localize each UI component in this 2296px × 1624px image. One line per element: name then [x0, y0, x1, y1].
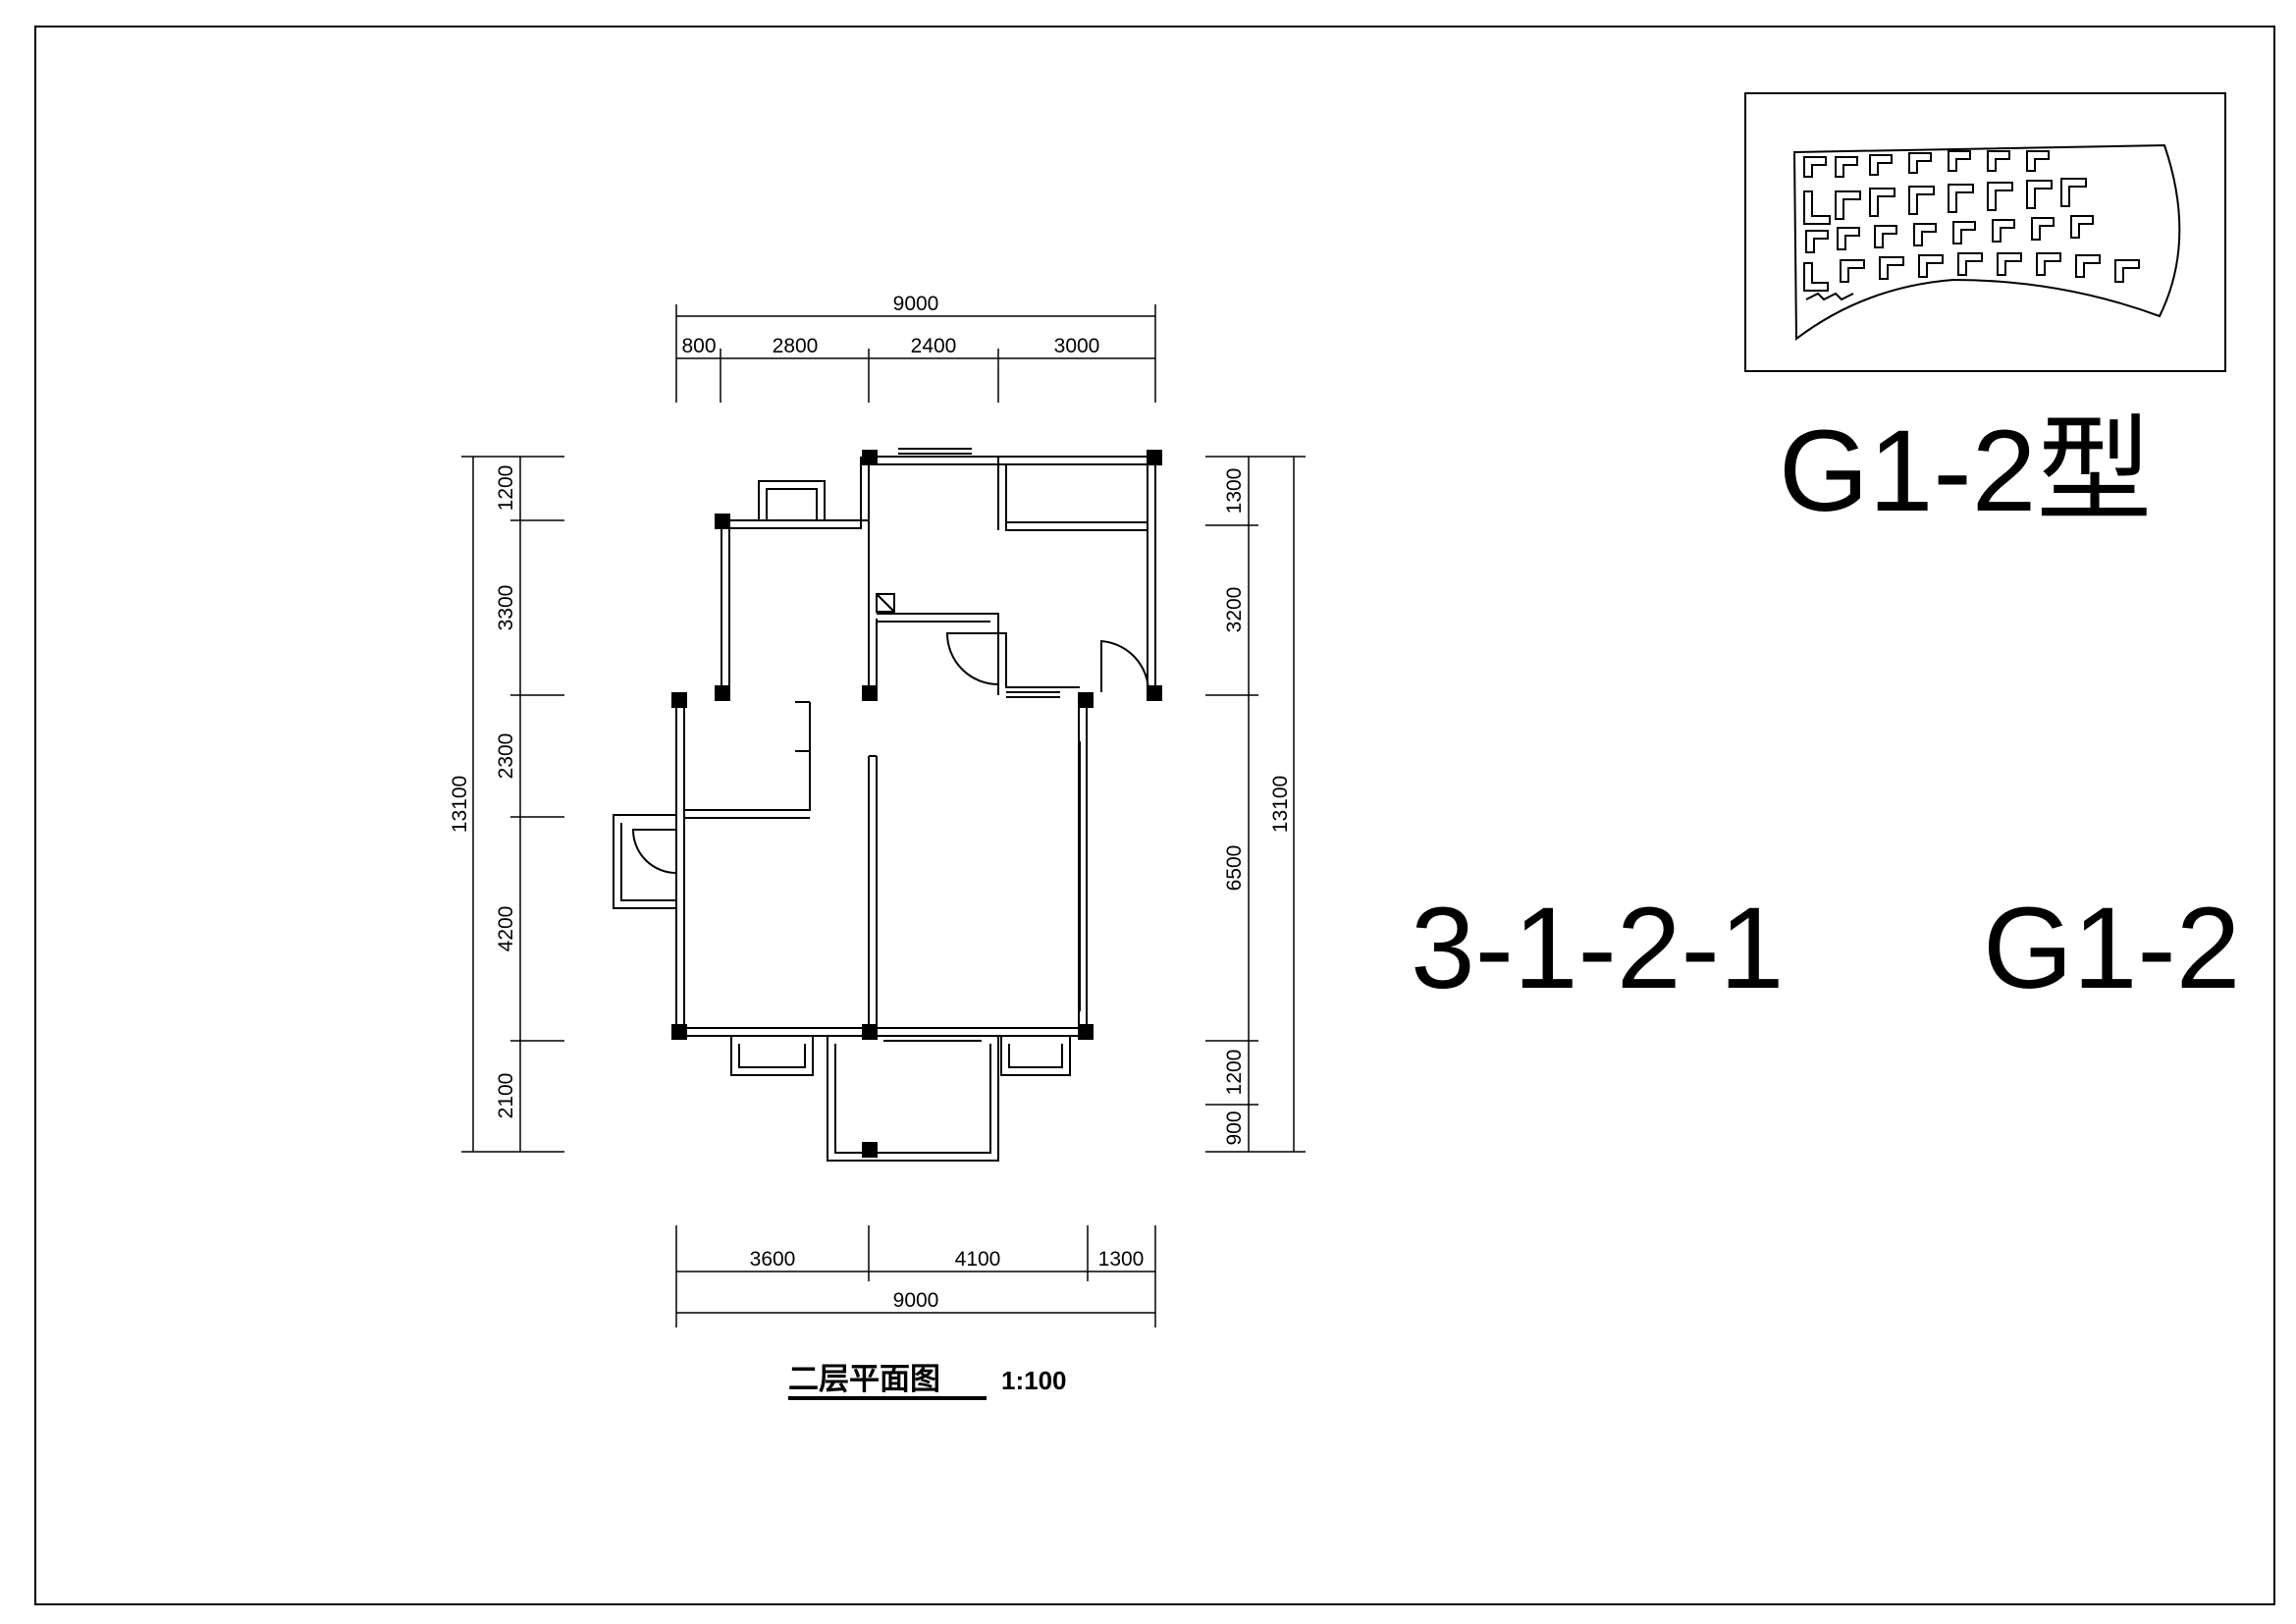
dim-right-total: 13100 — [1269, 776, 1292, 833]
dim-right-seg: 6500 — [1223, 845, 1246, 892]
shaft-symbol — [876, 593, 895, 613]
drawing-scale: 1:100 — [1001, 1366, 1067, 1395]
site-plan-inset — [1744, 92, 2226, 372]
interior-wall — [795, 701, 811, 756]
code-right: G1-2 — [1983, 884, 2240, 1013]
interior-wall — [868, 464, 878, 692]
dim-right-seg: 1300 — [1223, 468, 1246, 514]
code-left: 3-1-2-1 — [1411, 884, 1784, 1013]
exterior-wall — [675, 702, 1088, 1037]
window — [883, 1035, 982, 1042]
sheet-border — [34, 26, 2275, 1605]
interior-wall — [997, 632, 1080, 695]
dim-left-seg: 2100 — [495, 1073, 517, 1119]
dim-right-seg: 3200 — [1223, 587, 1246, 633]
interior-wall — [877, 613, 999, 633]
dim-left-seg: 2300 — [495, 733, 517, 780]
exterior-wall — [1147, 457, 1156, 692]
dim-left-seg: 4200 — [495, 906, 517, 952]
door-swing — [945, 632, 999, 685]
type-label: G1-2型 — [1779, 406, 2152, 536]
dim-left-seg: 1200 — [495, 465, 517, 512]
exterior-wall — [721, 520, 730, 695]
exterior-wall — [721, 457, 870, 529]
dim-top-seg: 2400 — [911, 335, 957, 357]
bay-window — [730, 1036, 814, 1076]
site-plan-frame — [1744, 92, 2226, 372]
dimension-lines — [461, 304, 1306, 1327]
drawing-title: 二层平面图 — [788, 1362, 940, 1396]
bay-window — [1000, 1036, 1071, 1076]
window — [1006, 691, 1060, 698]
door-swing — [1100, 639, 1150, 693]
exterior-wall — [869, 456, 998, 465]
bay-window — [613, 814, 676, 909]
dim-bottom-total: 9000 — [893, 1289, 939, 1312]
dim-top-seg: 800 — [681, 335, 716, 357]
interior-wall — [997, 457, 1148, 531]
exterior-wall — [998, 456, 1155, 465]
dim-bottom-seg: 3600 — [750, 1248, 796, 1271]
dim-right-seg: 900 — [1223, 1110, 1246, 1145]
door-swing — [631, 829, 677, 874]
dim-left-total: 13100 — [449, 776, 471, 833]
dim-left-seg: 3300 — [495, 585, 517, 631]
dimension-texts: 9000 800 2800 2400 3000 3600 4100 1300 9… — [449, 293, 1292, 1312]
dim-top-seg: 2800 — [773, 335, 819, 357]
shaft-symbol — [876, 593, 895, 613]
balcony — [758, 480, 826, 520]
dim-top-total: 9000 — [893, 293, 939, 315]
interior-wall — [684, 702, 811, 819]
site-buildings — [1803, 150, 2140, 301]
dim-bottom-seg: 1300 — [1098, 1248, 1145, 1271]
structural-columns — [671, 450, 1162, 1158]
exterior-wall — [683, 702, 1080, 1029]
interior-wall — [868, 755, 878, 1036]
site-boundary — [1792, 143, 2181, 341]
dim-top-seg: 3000 — [1054, 335, 1100, 357]
dim-right-seg: 1200 — [1223, 1050, 1246, 1096]
dim-bottom-seg: 4100 — [955, 1248, 1001, 1271]
window — [898, 448, 972, 455]
balcony — [827, 1036, 999, 1162]
floor-plan — [613, 448, 1156, 1162]
